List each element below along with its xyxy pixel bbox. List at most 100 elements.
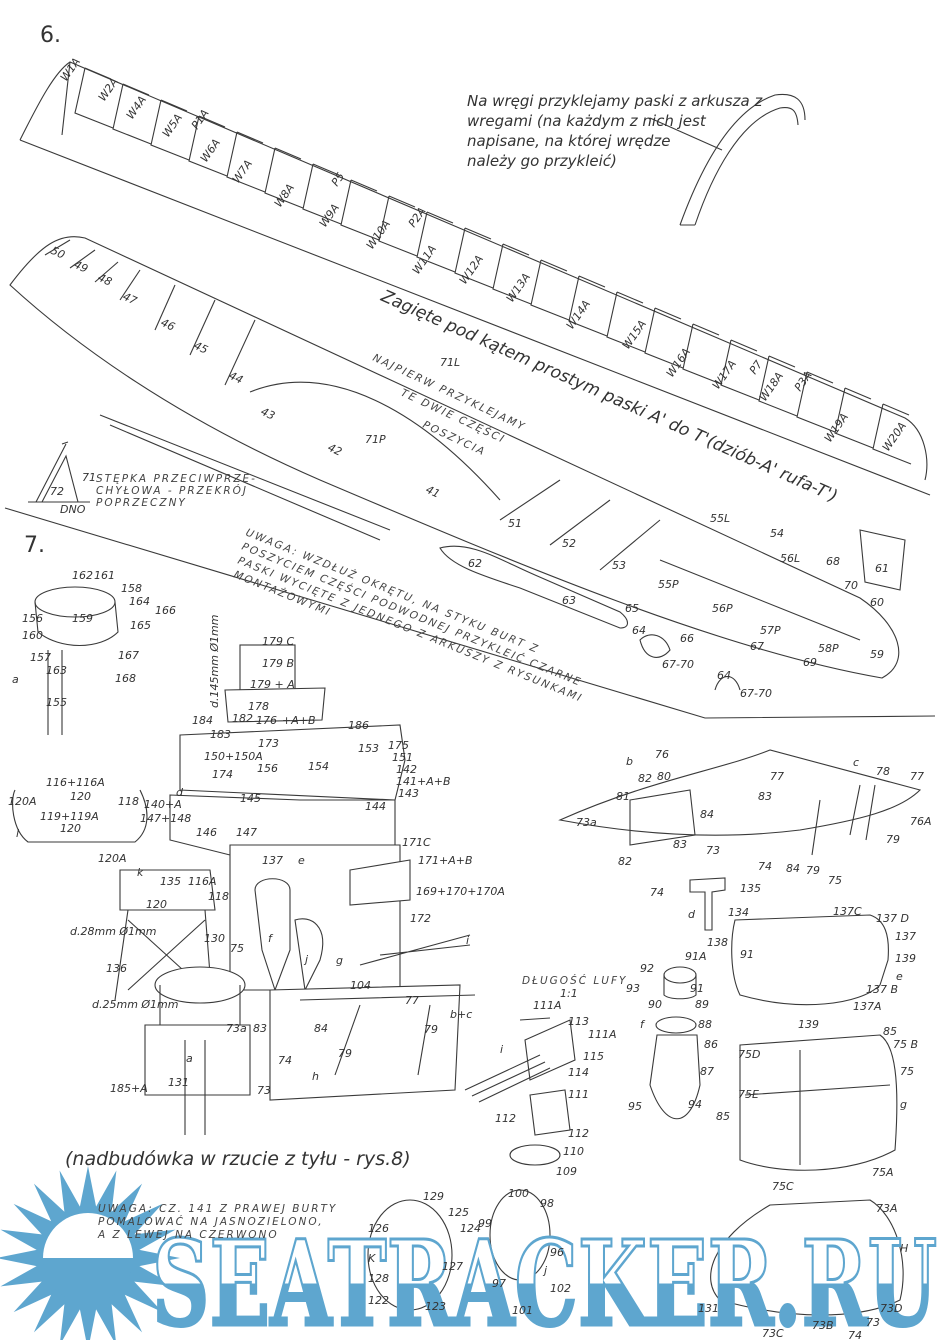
frame-outline [378,195,418,257]
frame-outline [834,387,874,449]
part-label: 84 [786,862,800,875]
part-label: 75 [230,942,244,955]
keel-note-line: STĘPKA PRZECIWPRZE- [96,473,257,485]
hull-panel-seam [44,239,71,256]
hull-panel-label: 45 [192,339,210,357]
hull-panel-label: 68 [826,555,840,568]
part-label: 111 [568,1088,589,1101]
frame-label: W8A [272,181,297,209]
part-label: 131 [698,1302,719,1315]
part-label: 159 [72,612,93,625]
part-label: 155 [46,696,67,709]
part-label: 75 B [893,1038,918,1051]
part-label: 137 [895,930,916,943]
frame-outline [74,67,114,129]
hull-panel-label: 64 [717,669,731,682]
hull-panel-label: 46 [159,316,177,334]
part-label: d.145mm Ø1mm [208,615,221,709]
paint-note-line: A Z LEWEJ NA CZERWONO [97,1229,279,1241]
part-label: 157 [30,651,51,664]
barrel-length-label: DŁUGOŚĆ LUFY [522,974,627,987]
part-label: 101 [512,1304,533,1317]
frame-label: P2A [406,205,429,230]
hull-panel-label: 71P [365,433,386,446]
hull-panel-seam [94,261,119,283]
hull-panel-label: 56P [712,602,733,615]
part-label: 99 [478,1217,492,1230]
frame-label: W12A [457,253,486,287]
part-label: 154 [308,760,329,773]
detail-drawings [367,749,922,1316]
paint-note-line: UWAGA: CZ. 141 Z PRAWEJ BURTY [98,1203,337,1215]
part-label: 178 [248,700,269,713]
part-label: 76A [910,815,932,828]
part-label: +A+B [282,714,316,727]
hull-panel-label: 60 [870,596,884,609]
part-label: 156 [257,762,278,775]
part-label: 137C [833,905,862,918]
part-label: 100 [508,1187,529,1200]
hull-panel-label: 54 [770,527,784,540]
part-label: 139 [798,1018,819,1031]
part-label: 179 C [262,635,294,648]
part-label: 137 [262,854,283,867]
frame-label: P3A [792,369,815,394]
part-label: 73a [226,1022,247,1035]
frame-label: W9A [317,201,342,229]
keel-label: 71 [82,471,96,484]
part-label: 173 [258,737,279,750]
part-label: 135 [740,882,761,895]
figure-7-number: 7. [24,533,45,558]
part-label: 75E [738,1088,759,1101]
keel-section-drawing [28,441,90,503]
part-label: 91 [740,948,754,961]
part-label: k [137,866,144,879]
barrel-scale-label: 1:1 [560,987,578,1000]
part-label: 169+170+170A [416,885,505,898]
part-label: 139 [895,952,916,965]
frame-label: P5 [329,170,347,189]
hull-panel-label: 51 [508,517,522,530]
part-label: 112 [495,1112,516,1125]
frame-label: W5A [160,111,185,139]
part-label: 120 [60,822,81,835]
part-label: 74 [650,886,664,899]
frame-outline [340,179,380,241]
keel-label: DNO [60,503,86,516]
part-label: 79 [886,833,900,846]
part-label: 91 [690,982,704,995]
frame-label: W7A [230,157,255,185]
part-label: 146 [196,826,217,839]
hull-panel-label: 48 [96,271,114,289]
part-label: d [176,786,184,799]
frame-outline [416,211,456,273]
hull-panel-label: 47 [121,290,139,308]
frame-outline [758,355,798,417]
frame-outline [872,403,912,465]
frame-label: W18A [757,370,786,404]
part-label: 184 [192,714,213,727]
part-label: 172 [410,912,431,925]
watermark-logo: SEATRACKER.RU [0,1166,938,1340]
part-label: 112 [568,1127,589,1140]
part-label: 89 [695,998,709,1011]
part-label: H [900,1242,908,1255]
part-label: 182 [232,712,253,725]
part-label: 142 [396,763,417,776]
part-label: i [500,1043,503,1056]
part-label: 94 [688,1098,702,1111]
part-label: 113 [568,1015,589,1028]
part-label: 84 [700,808,714,821]
leader-line [649,117,723,151]
part-label: 73C [762,1327,784,1340]
part-label: 124 [460,1222,481,1235]
frame-label: W14A [564,298,593,332]
part-label: 87 [700,1065,714,1078]
part-label: 140+A [144,798,182,811]
frame-outline [264,147,304,209]
part-label: d [688,908,696,921]
part-label: 166 [155,604,176,617]
frame-strip-hull-drawing [19,61,931,496]
part-label: 83 [673,838,687,851]
hull-panel-label: 67-70 [740,687,772,700]
